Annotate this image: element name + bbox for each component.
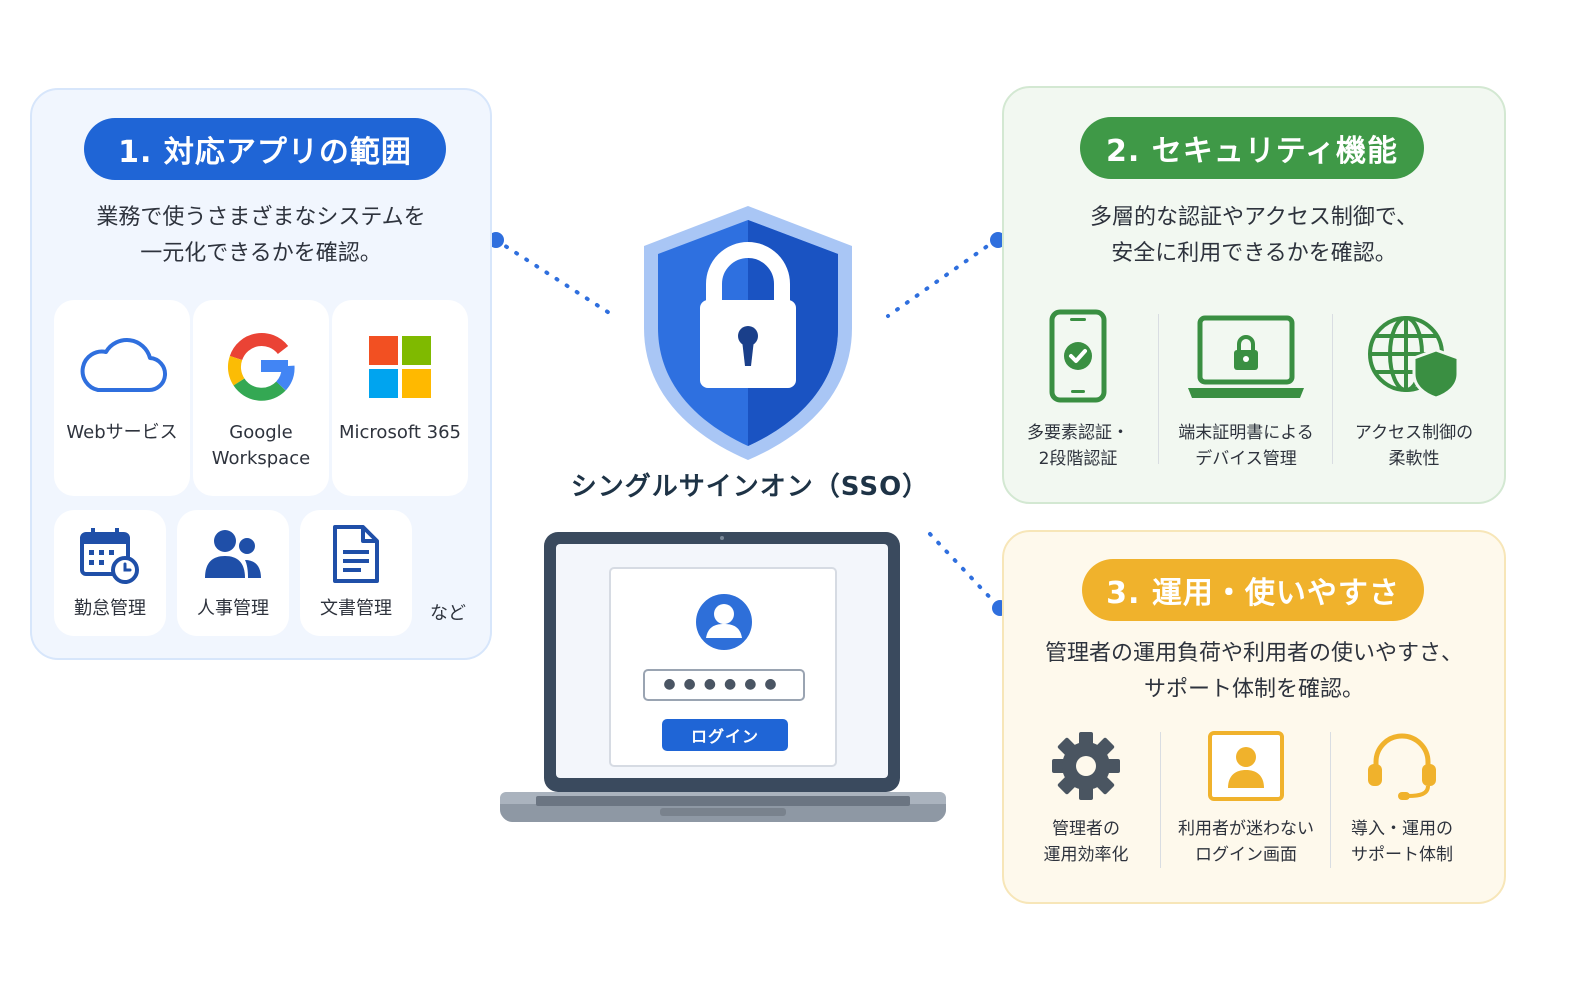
login-button[interactable]: ログイン — [662, 719, 788, 751]
apps-panel: 1. 対応アプリの範囲 業務で使うさまざまなシステムを 一元化できるかを確認。 … — [30, 88, 492, 660]
app-card-microsoft: Microsoft 365 — [332, 300, 468, 496]
sso-title: シングルサインオン（SSO） — [570, 472, 930, 502]
operations-title: 3. 運用・使いやすさ — [1082, 559, 1424, 621]
google-logo-icon — [227, 333, 295, 401]
password-field[interactable]: ●●●●●● — [646, 671, 802, 697]
app-card-attendance: 勤怠管理 — [54, 510, 166, 636]
feature-label: 導入・運用の サポート体制 — [1351, 819, 1453, 865]
feature-label: 利用者が迷わない ログイン画面 — [1178, 819, 1314, 865]
operations-panel: 3. 運用・使いやすさ 管理者の運用負荷や利用者の使いやすさ、 サポート体制を確… — [1002, 530, 1506, 904]
cloud-icon — [80, 338, 167, 393]
security-description: 多層的な認証やアクセス制御で、 安全に利用できるかを確認。 — [1089, 205, 1419, 266]
connector-security — [886, 238, 998, 318]
divider — [1158, 314, 1159, 464]
operations-description: 管理者の運用負荷や利用者の使いやすさ、 サポート体制を確認。 — [1044, 641, 1463, 702]
feature-label: 多要素認証・ 2段階認証 — [1027, 423, 1129, 469]
app-card-label: 人事管理 — [197, 598, 269, 619]
shield-lock-icon — [644, 206, 852, 460]
app-card-web: Webサービス — [54, 300, 190, 496]
people-icon — [205, 530, 261, 578]
app-card-label: 勤怠管理 — [74, 598, 146, 619]
connector-apps — [494, 238, 616, 318]
apps-etc: など — [430, 603, 466, 624]
feature-label: アクセス制御の 柔軟性 — [1354, 423, 1474, 469]
divider — [1160, 732, 1161, 868]
app-card-google: Google Workspace — [193, 300, 329, 496]
app-card-label: Webサービス — [66, 422, 178, 443]
gear-icon — [1052, 732, 1120, 800]
globe-shield-icon — [1368, 316, 1460, 400]
app-card-label: 文書管理 — [320, 598, 392, 619]
apps-description: 業務で使うさまざまなシステムを 一元化できるかを確認。 — [96, 205, 426, 266]
app-card-docs: 文書管理 — [300, 510, 412, 636]
app-card-label: Google Workspace — [211, 422, 311, 469]
app-card-hr: 人事管理 — [177, 510, 289, 636]
microsoft-logo-icon — [369, 336, 431, 398]
headset-icon — [1368, 733, 1436, 800]
divider — [1332, 314, 1333, 464]
security-title: 2. セキュリティ機能 — [1080, 117, 1424, 179]
password-mask: ●●●●●● — [663, 676, 785, 692]
user-portrait-icon — [1208, 731, 1284, 801]
laptop-lock-icon — [1188, 315, 1304, 398]
smartphone-check-icon — [1049, 309, 1107, 403]
divider — [1330, 732, 1331, 868]
apps-title: 1. 対応アプリの範囲 — [84, 118, 446, 180]
feature-label: 端末証明書による デバイス管理 — [1178, 423, 1314, 469]
calendar-clock-icon — [80, 528, 139, 584]
document-icon — [333, 525, 379, 583]
security-panel: 2. セキュリティ機能 多層的な認証やアクセス制御で、 安全に利用できるかを確認… — [1002, 86, 1506, 504]
app-card-label: Microsoft 365 — [339, 422, 461, 443]
feature-label: 管理者の 運用効率化 — [1043, 819, 1129, 865]
laptop-icon — [500, 532, 946, 822]
